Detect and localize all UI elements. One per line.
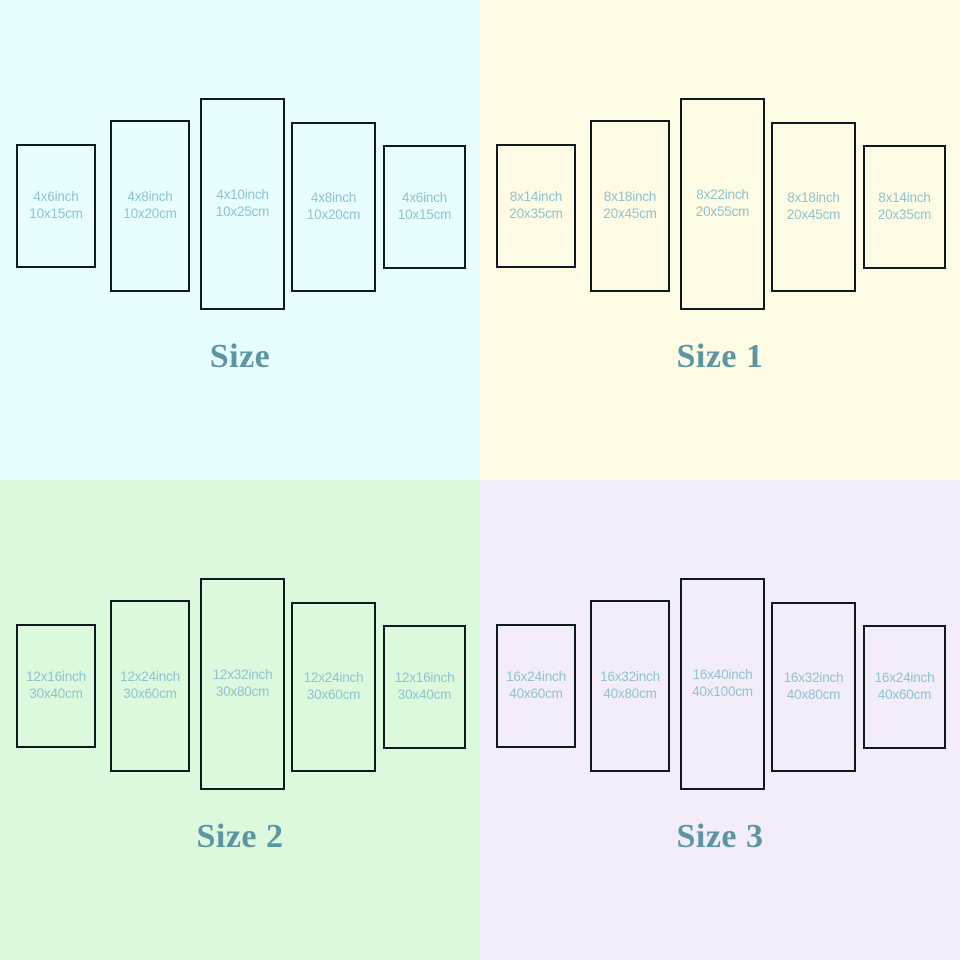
panel-size-inch: 8x14inch: [878, 190, 931, 205]
quadrant-title: Size: [209, 338, 271, 375]
panel-size-inch: 12x24inch: [120, 669, 180, 684]
panel-size-inch: 4x6inch: [33, 189, 79, 204]
panel-size-cm: 30x40cm: [29, 685, 83, 701]
panel-size-inch: 16x32inch: [783, 670, 844, 685]
quadrant-title: Size 2: [196, 818, 284, 855]
panel-size-inch: 12x16inch: [26, 669, 86, 684]
panel-size-inch: 4x10inch: [216, 187, 269, 202]
panel-size-cm: 10x15cm: [29, 205, 83, 221]
panel-size-cm: 40x80cm: [603, 685, 657, 701]
panel-size-inch: 8x14inch: [509, 189, 563, 204]
panel-size-inch: 16x32inch: [600, 669, 660, 684]
panel-size-inch: 16x24inch: [874, 670, 935, 685]
panel-size-cm: 20x35cm: [509, 205, 563, 221]
panel-size-inch: 12x24inch: [303, 670, 364, 685]
panel-size-cm: 10x15cm: [397, 206, 452, 222]
panel-size-cm: 20x55cm: [695, 203, 750, 219]
panel-size-inch: 8x18inch: [603, 189, 657, 204]
panel-size-cm: 30x40cm: [397, 686, 452, 702]
panel-size-cm: 30x60cm: [123, 685, 177, 701]
panel-size-cm: 20x45cm: [786, 206, 841, 222]
quadrant-title: Size 3: [676, 818, 764, 855]
panel-size-cm: 20x35cm: [877, 206, 932, 222]
panel-size-inch: 16x40inch: [692, 667, 753, 682]
panel-size-inch: 12x32inch: [212, 667, 273, 682]
panel-size-cm: 30x80cm: [215, 683, 270, 699]
panel-size-inch: 8x18inch: [787, 190, 840, 205]
panel-size-cm: 10x25cm: [215, 203, 270, 219]
panel-size-inch: 12x16inch: [394, 670, 455, 685]
panel-size-inch: 4x8inch: [310, 190, 357, 205]
panel-size-cm: 40x60cm: [877, 686, 932, 702]
panel-size-cm: 40x100cm: [692, 683, 753, 699]
panel-size-cm: 30x60cm: [306, 686, 361, 702]
panel-size-cm: 40x60cm: [509, 685, 563, 701]
panel-size-cm: 20x45cm: [603, 205, 657, 221]
panel-size-cm: 10x20cm: [306, 206, 361, 222]
panel-size-cm: 10x20cm: [123, 205, 177, 221]
panel-size-inch: 8x22inch: [696, 187, 749, 202]
quadrant-title: Size 1: [676, 338, 764, 375]
panel-size-inch: 16x24inch: [506, 669, 566, 684]
panel-size-inch: 4x6inch: [401, 190, 448, 205]
panel-size-inch: 4x8inch: [127, 189, 173, 204]
panel-size-cm: 40x80cm: [786, 686, 841, 702]
